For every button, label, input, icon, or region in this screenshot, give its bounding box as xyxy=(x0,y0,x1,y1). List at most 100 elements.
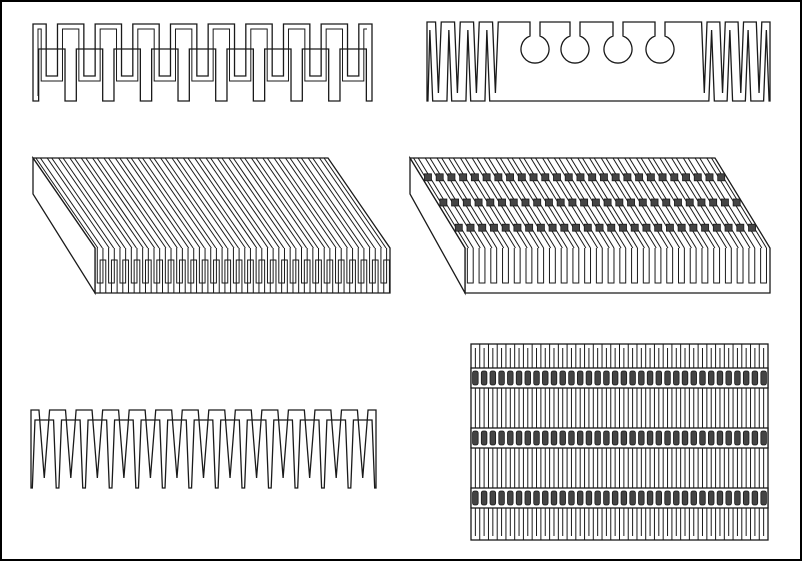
slot-mark xyxy=(742,370,750,386)
slot-band xyxy=(470,427,769,449)
block-end-face xyxy=(409,155,466,296)
fin-top-line xyxy=(80,157,144,249)
slot-mark xyxy=(533,370,540,386)
slot-mark xyxy=(742,430,750,446)
slot-mark xyxy=(646,173,655,182)
slot-mark xyxy=(576,173,585,182)
fin-front-profile xyxy=(326,259,334,293)
fin-front-profile xyxy=(607,248,615,284)
fin-front-profile xyxy=(724,248,732,284)
slot-mark xyxy=(658,173,667,182)
stacked-slotted-fin-block xyxy=(408,155,771,296)
fin-front-profile xyxy=(179,259,186,293)
slot-mark xyxy=(525,223,534,232)
slot-mark xyxy=(638,490,645,506)
slot-mark xyxy=(486,198,495,207)
slot-mark xyxy=(472,430,479,446)
fin-top-line xyxy=(126,157,190,249)
fin-top-line xyxy=(262,157,326,249)
fin-front-profile xyxy=(99,259,107,293)
slot-mark xyxy=(720,198,729,207)
fin-top-line xyxy=(273,157,337,249)
fin-front-profile xyxy=(224,259,232,293)
slot-mark xyxy=(480,430,488,446)
slot-mark xyxy=(580,198,589,207)
slot-mark xyxy=(474,198,483,207)
slotted-fin-grid-top-view xyxy=(470,343,769,541)
v-serpentine-circle-cutout-fin xyxy=(426,21,771,102)
slot-mark xyxy=(742,490,750,506)
slot-mark xyxy=(560,223,569,232)
fin-front-profile xyxy=(269,259,277,293)
fin-top-line xyxy=(137,157,201,249)
slot-mark xyxy=(447,173,456,182)
slot-mark xyxy=(638,430,645,446)
slot-mark xyxy=(490,223,498,232)
slot-mark xyxy=(524,370,531,386)
slot-mark xyxy=(619,223,627,232)
slot-mark xyxy=(480,370,488,386)
fin-top-line xyxy=(251,157,314,249)
slot-mark xyxy=(725,430,732,446)
fin-front-profile xyxy=(281,259,288,293)
slot-mark xyxy=(664,370,671,386)
slot-mark xyxy=(462,198,471,207)
slot-mark xyxy=(670,173,679,182)
slot-mark xyxy=(646,370,654,386)
slot-mark xyxy=(646,490,654,506)
fin-front-profile xyxy=(337,259,345,293)
fin-front-profile xyxy=(713,248,721,284)
fin-front-profile xyxy=(513,248,521,284)
slot-mark xyxy=(673,490,680,506)
slot-mark xyxy=(507,370,514,386)
slot-mark xyxy=(690,370,697,386)
fin-front-profile xyxy=(258,259,266,293)
fin-front-profile xyxy=(619,248,627,284)
fin-top-line xyxy=(244,157,308,249)
slot-mark xyxy=(748,223,756,232)
v-serpentine-fin xyxy=(30,409,377,489)
slot-mark xyxy=(662,198,671,207)
slot-mark xyxy=(494,173,503,182)
slot-mark xyxy=(620,370,628,386)
slot-mark xyxy=(424,173,432,182)
slot-mark xyxy=(517,173,526,182)
slot-mark xyxy=(673,430,680,446)
fin-top-line xyxy=(46,157,110,249)
slot-mark xyxy=(655,370,663,386)
meander-inner-line xyxy=(37,28,367,96)
fin-front-profile xyxy=(144,259,152,293)
slot-mark xyxy=(435,173,444,182)
slot-mark xyxy=(716,490,724,506)
slot-mark xyxy=(568,370,575,386)
slot-mark xyxy=(548,223,557,232)
slot-mark xyxy=(550,430,558,446)
fin-front-profile xyxy=(360,259,368,293)
slot-mark xyxy=(585,430,593,446)
slot-mark xyxy=(693,173,702,182)
fin-top-line xyxy=(92,157,155,249)
slot-mark xyxy=(515,490,523,506)
slot-mark xyxy=(498,490,505,506)
fin-front-profile xyxy=(748,248,756,284)
slot-mark xyxy=(439,198,448,207)
slot-mark xyxy=(603,430,610,446)
fin-front-profile xyxy=(631,248,638,284)
slot-mark xyxy=(699,370,706,386)
slot-mark xyxy=(533,490,540,506)
slot-mark xyxy=(681,490,689,506)
slot-mark xyxy=(559,430,566,446)
slot-mark xyxy=(588,173,597,182)
fin-top-line xyxy=(108,157,171,249)
slot-mark xyxy=(489,490,497,506)
slot-mark xyxy=(454,223,463,232)
slot-mark xyxy=(594,370,601,386)
fin-top-line xyxy=(130,157,194,249)
fin-top-line xyxy=(194,157,258,249)
slot-mark xyxy=(697,198,706,207)
slot-mark xyxy=(472,490,479,506)
fin-top-line xyxy=(300,157,364,249)
slot-mark xyxy=(542,490,549,506)
slot-mark xyxy=(709,198,718,207)
fin-front-profile xyxy=(560,248,568,284)
